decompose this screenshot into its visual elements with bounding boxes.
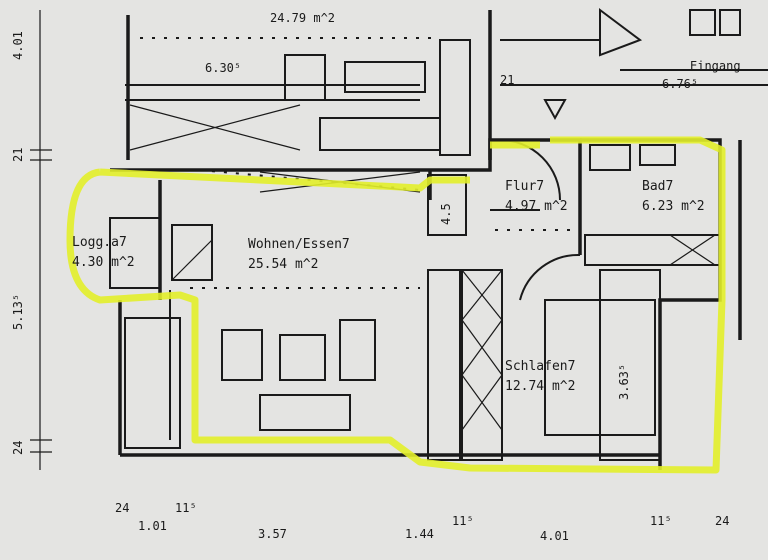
- dim-top-left: 6.30⁵: [205, 61, 241, 75]
- dim-bottom-9: 24: [715, 514, 729, 528]
- room-label-entrance: Eingang: [690, 59, 741, 73]
- dim-left-2: 21: [11, 148, 25, 162]
- dim-bottom-5: 1.44: [405, 527, 434, 541]
- room-area-bedroom: 12.74 m^2: [505, 379, 575, 394]
- room-area-living: 25.54 m^2: [248, 257, 318, 272]
- room-area-loggia: 4.30 m^2: [72, 255, 135, 270]
- dim-closet: 4.5: [439, 203, 453, 225]
- dim-bottom-1: 24: [115, 501, 129, 515]
- room-living: Wohnen/Essen7 25.54 m^2: [248, 237, 350, 272]
- room-hall: Flur7 4.97 m^2: [505, 179, 568, 214]
- room-label-living: Wohnen/Essen7: [248, 237, 350, 252]
- upper-unit-area: 24.79 m^2: [270, 11, 335, 25]
- dim-bottom-3: 1.01: [138, 519, 167, 533]
- dim-top-wall: 21: [500, 73, 514, 87]
- room-label-bedroom: Schlafen7: [505, 359, 575, 374]
- room-bedroom: Schlafen7 12.74 m^2: [505, 359, 575, 394]
- room-area-bath: 6.23 m^2: [642, 199, 705, 214]
- room-bath: Bad7 6.23 m^2: [642, 179, 705, 214]
- apartment-highlight: [66, 136, 726, 474]
- room-label-hall: Flur7: [505, 179, 544, 194]
- room-label-bath: Bad7: [642, 179, 673, 194]
- dim-bed-width: 3.63⁵: [617, 364, 631, 400]
- dim-top-right: 6.76⁵: [662, 77, 698, 91]
- upper-unit: [125, 8, 768, 160]
- room-label-loggia: Logg.a7: [72, 235, 127, 250]
- dim-left-3: 5.13⁵: [11, 294, 25, 330]
- dim-bottom-4: 3.57: [258, 527, 287, 541]
- dim-left-4: 24: [11, 441, 25, 455]
- dim-left-1: 4.01: [11, 31, 25, 60]
- dim-bottom-8: 11⁵: [650, 514, 672, 528]
- dim-bottom-2: 11⁵: [175, 501, 197, 515]
- dim-bottom-6: 11⁵: [452, 514, 474, 528]
- left-dimension-line: [30, 10, 52, 470]
- room-loggia: Logg.a7 4.30 m^2: [72, 235, 135, 270]
- dim-bottom-7: 4.01: [540, 529, 569, 543]
- room-area-hall: 4.97 m^2: [505, 199, 568, 214]
